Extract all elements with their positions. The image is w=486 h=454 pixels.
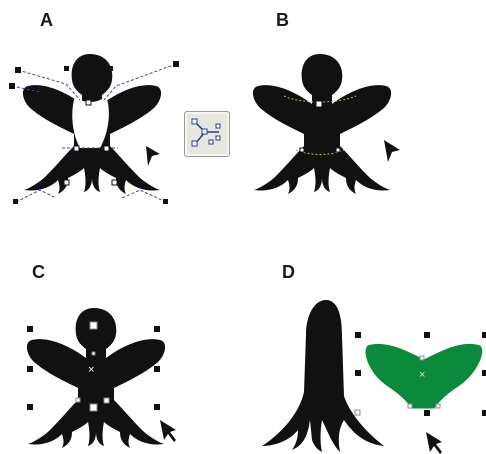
panel-c: ×: [27, 308, 176, 448]
center-marker-d: ×: [419, 369, 425, 381]
cursor-pointer-d: [426, 432, 442, 454]
panel-b: [253, 54, 400, 194]
split-shape-tool-button[interactable]: [184, 111, 230, 157]
cursor-pointer-c: [160, 420, 176, 442]
frog-shape-b[interactable]: [253, 54, 391, 194]
shape-tool-icon: [185, 112, 229, 156]
body-piece-d[interactable]: [262, 300, 384, 452]
cursor-arrow-b: [384, 140, 400, 162]
panel-d: ×: [262, 300, 486, 454]
center-marker-c: ×: [88, 364, 94, 376]
cursor-arrow-a: [146, 146, 160, 166]
panel-a: [9, 54, 179, 204]
